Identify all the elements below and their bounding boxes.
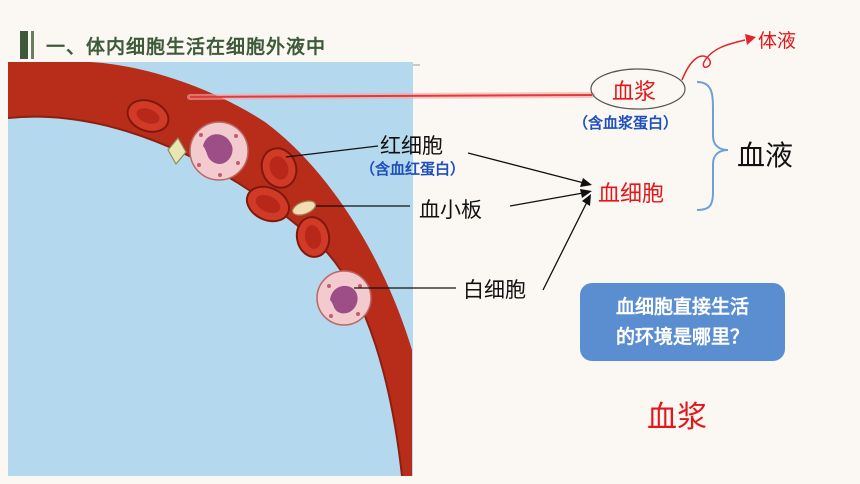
red-cell-3: [245, 185, 291, 223]
section-header: 一、体内细胞生活在细胞外液中: [20, 28, 326, 62]
blood-brace: [696, 81, 729, 211]
label-blood: 血液: [737, 139, 794, 172]
label-body-fluid: 体液: [758, 30, 797, 52]
arrow-red-cell: [467, 152, 585, 184]
label-blood-cells: 血细胞: [598, 182, 665, 207]
header-bar-thin-icon: [31, 31, 34, 59]
body-fluid-arrowhead: [745, 34, 756, 45]
question-line-1: 血细胞直接生活: [615, 296, 749, 318]
question-line-2: 的环境是哪里？: [615, 326, 749, 348]
plasma-circle: [590, 68, 686, 110]
label-hemoglobin: （含血红蛋白）: [360, 160, 466, 178]
white-cell-1: [189, 121, 249, 181]
arrow-platelet: [509, 192, 584, 207]
red-cell-1: [126, 99, 170, 133]
red-cell-pointer: [285, 145, 379, 158]
label-plasma: 血浆: [612, 80, 657, 105]
label-plasma-protein: （含血浆蛋白）: [573, 114, 679, 132]
blood-vessel: [8, 62, 412, 476]
platelet-2: [291, 200, 317, 216]
label-white-cell: 白细胞: [463, 278, 526, 302]
arrow-red-cell-head: [580, 178, 592, 187]
arrow-white-cell-head: [582, 194, 591, 206]
plasma-pointer-line: [189, 94, 593, 98]
label-red-cell: 红细胞: [380, 134, 443, 158]
red-cell-2: [260, 147, 298, 189]
arrow-platelet-head: [580, 189, 592, 198]
body-fluid-squiggle: [681, 39, 746, 81]
header-bar-icon: [20, 31, 28, 59]
question-box: 血细胞直接生活 的环境是哪里？: [580, 283, 785, 361]
white-cell-2: [316, 270, 372, 326]
page-title: 一、体内细胞生活在细胞外液中: [46, 35, 327, 58]
red-cell-4: [295, 216, 331, 258]
label-platelet: 血小板: [419, 198, 482, 222]
arrow-white-cell: [542, 201, 588, 291]
answer-text: 血浆: [647, 400, 707, 435]
platelet-1: [167, 136, 187, 166]
